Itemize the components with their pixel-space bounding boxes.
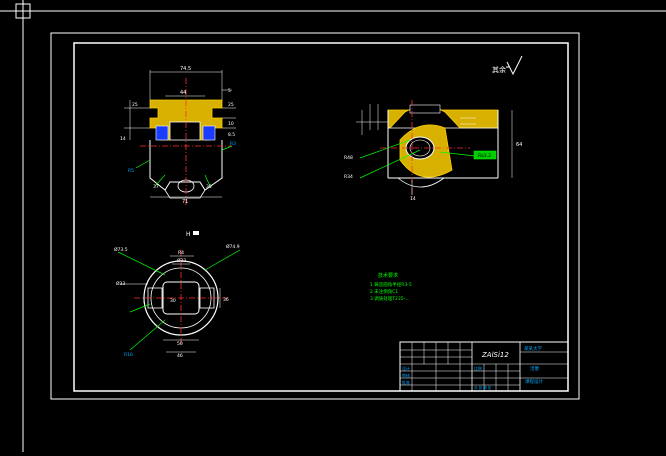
svg-text:ZAlSi12: ZAlSi12 <box>481 351 509 359</box>
frame-border <box>73 42 569 392</box>
svg-text:活塞: 活塞 <box>530 365 539 372</box>
cursor-pickbox <box>15 3 31 19</box>
svg-text:25: 25 <box>132 102 138 108</box>
svg-text:8.5: 8.5 <box>228 132 235 138</box>
svg-text:74.5: 74.5 <box>180 66 191 72</box>
svg-text:R48: R48 <box>344 155 353 161</box>
svg-text:30: 30 <box>170 298 176 304</box>
svg-text:71: 71 <box>182 199 188 205</box>
svg-text:35: 35 <box>206 184 212 190</box>
svg-text:44: 44 <box>180 90 186 96</box>
svg-text:46: 46 <box>177 353 183 359</box>
svg-text:50: 50 <box>177 341 183 347</box>
svg-text:比例: 比例 <box>474 365 482 371</box>
plan-view: R4 Ø32 Ø33 30 36 50 46 Ø73.5 Ø74.9 R16 <box>114 243 241 359</box>
svg-text:36: 36 <box>223 297 229 303</box>
svg-text:37: 37 <box>153 184 159 190</box>
svg-text:R4: R4 <box>178 250 184 256</box>
svg-text:14: 14 <box>120 136 126 142</box>
svg-text:R3: R3 <box>230 141 236 147</box>
svg-text:共 张 第 张: 共 张 第 张 <box>474 385 492 390</box>
svg-text:设计: 设计 <box>402 365 410 371</box>
svg-text:Ø74.9: Ø74.9 <box>226 243 240 250</box>
svg-text:Ra3.2: Ra3.2 <box>478 153 491 159</box>
section-label: H <box>186 231 199 238</box>
front-section-view: 74.5 44 71 25 14 5 25 10 8.5 37 35 R5 R3 <box>120 66 236 205</box>
svg-text:技术要求: 技术要求 <box>378 272 398 279</box>
svg-text:5: 5 <box>228 88 231 94</box>
svg-text:14: 14 <box>410 196 416 202</box>
svg-text:Ø33: Ø33 <box>116 280 125 287</box>
roughness-symbol: 其余 <box>492 55 523 76</box>
svg-text:25: 25 <box>228 102 234 108</box>
technical-notes: 技术要求 1.铸造圆角半径R3-5 2.未注倒角C1 3.调质处理T235-..… <box>370 272 412 302</box>
paper-border <box>50 32 580 400</box>
svg-text:R34: R34 <box>344 174 353 180</box>
svg-text:1.铸造圆角半径R3-5: 1.铸造圆角半径R3-5 <box>370 281 412 288</box>
svg-text:其余: 其余 <box>492 65 506 74</box>
side-hatch-crown <box>387 105 499 129</box>
svg-text:10: 10 <box>228 121 234 127</box>
svg-text:Ø32: Ø32 <box>177 257 186 264</box>
svg-text:课程设计: 课程设计 <box>525 378 543 385</box>
svg-text:R5: R5 <box>128 168 134 174</box>
svg-text:H: H <box>186 231 191 238</box>
svg-text:批准: 批准 <box>402 379 410 385</box>
svg-text:64: 64 <box>516 142 522 148</box>
title-block: ZAlSi12 某某大学 活塞 课程设计 设计 审核 批准 比例 共 张 第 张 <box>399 341 569 392</box>
svg-text:Ø73.5: Ø73.5 <box>114 246 128 253</box>
svg-text:某某大学: 某某大学 <box>524 345 542 352</box>
side-section-view: 64 R48 R34 Ra3.2 14 <box>344 100 522 202</box>
svg-text:R16: R16 <box>124 352 133 358</box>
svg-text:审核: 审核 <box>402 372 410 378</box>
svg-text:3.调质处理T235-...: 3.调质处理T235-... <box>370 295 410 302</box>
svg-text:2.未注倒角C1: 2.未注倒角C1 <box>370 288 398 295</box>
